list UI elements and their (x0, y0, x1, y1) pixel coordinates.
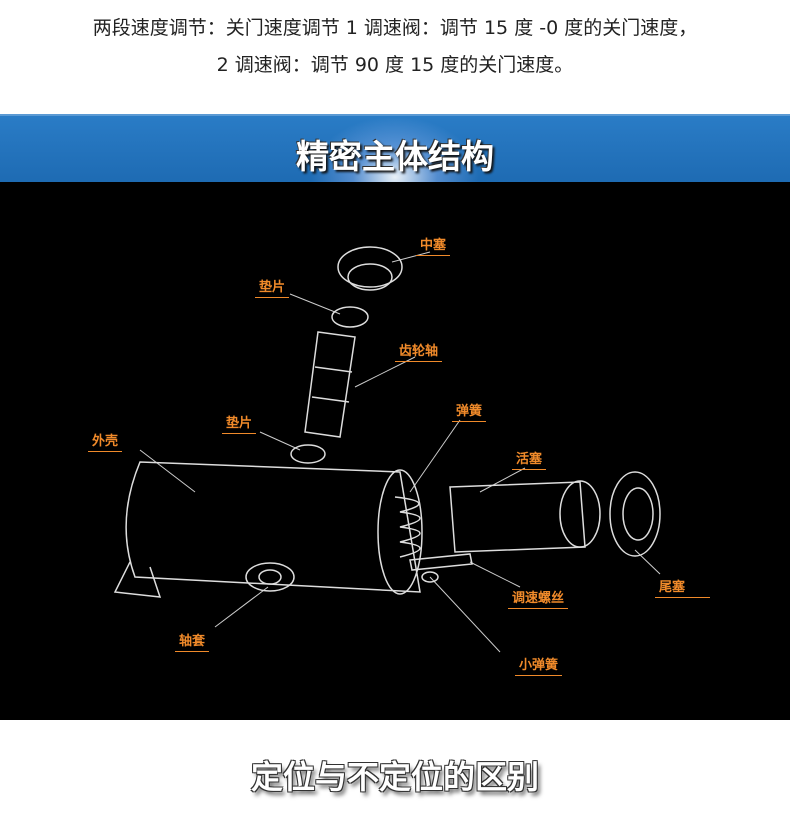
label-small-spring: 小弹簧 (515, 654, 563, 676)
label-spring: 弹簧 (452, 400, 487, 422)
label-gasket-bottom: 垫片 (222, 412, 257, 434)
exploded-diagram: 中塞 垫片 齿轮轴 垫片 弹簧 外壳 活塞 尾塞 调速螺丝 轴套 小弹簧 (0, 182, 790, 720)
intro-line-2: 2 调速阀：调节 90 度 15 度的关门速度。 (216, 54, 574, 76)
label-tail-plug: 尾塞 (655, 576, 710, 598)
banner-title: 精密主体结构 (296, 137, 494, 176)
label-bushing: 轴套 (175, 630, 210, 652)
housing-shape (113, 461, 423, 598)
section-title-positioning: 定位与不定位的区别 (250, 758, 539, 796)
label-gear-shaft: 齿轮轴 (395, 340, 443, 362)
label-housing: 外壳 (88, 430, 123, 452)
speed-screw-shape (409, 553, 473, 583)
section-banner: 精密主体结构 (0, 114, 790, 184)
label-piston: 活塞 (512, 448, 547, 470)
label-gasket-top: 垫片 (255, 276, 290, 298)
leader-lines (139, 251, 661, 653)
label-speed-screw: 调速螺丝 (508, 587, 569, 609)
gear-shaft-shape (304, 331, 356, 438)
door-closer-drawing (113, 246, 661, 653)
spring-shape (394, 496, 421, 558)
center-plug-shape (337, 246, 403, 291)
banner-glow (310, 116, 480, 184)
intro-text: 两段速度调节：关门速度调节 1 调速阀：调节 15 度 -0 度的关门速度， 2… (0, 10, 790, 84)
intro-line-1: 两段速度调节：关门速度调节 1 调速阀：调节 15 度 -0 度的关门速度， (92, 17, 698, 39)
piston-shape (449, 480, 601, 553)
tail-plug-shape (609, 471, 661, 557)
gasket-shapes (290, 306, 369, 464)
label-center-plug: 中塞 (416, 234, 451, 256)
